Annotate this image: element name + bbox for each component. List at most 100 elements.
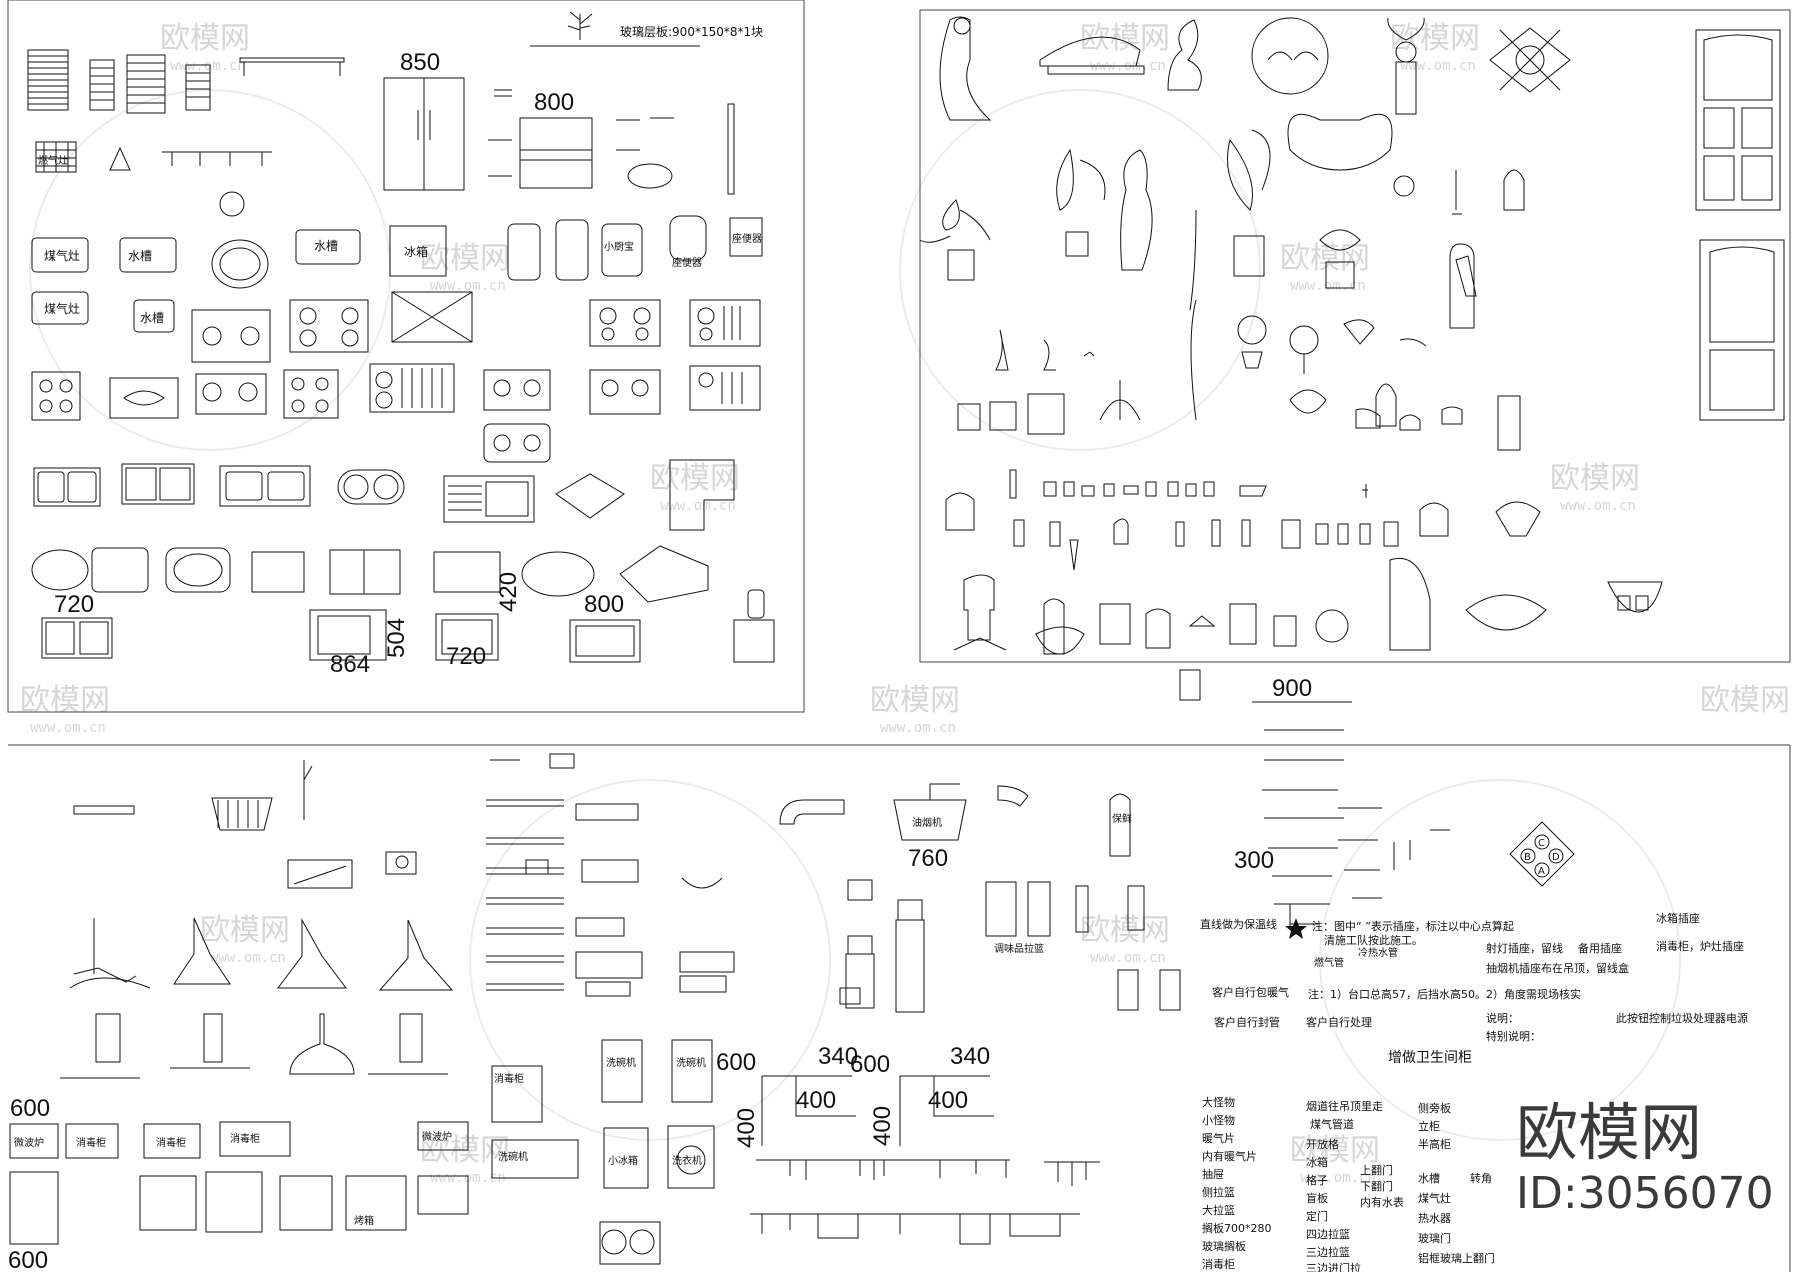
watermark: 欧模网 bbox=[200, 913, 290, 948]
dim-760: 760 bbox=[908, 845, 948, 872]
legend-item: 冰箱 bbox=[1306, 1155, 1328, 1169]
watermark-url: www.om.cn bbox=[1290, 278, 1366, 294]
hanging-rail-icons bbox=[750, 1159, 1100, 1245]
dim-800-bottom: 800 bbox=[584, 591, 624, 618]
watermark-url: www.om.cn bbox=[1090, 950, 1166, 966]
note-backup: 备用插座 bbox=[1578, 941, 1622, 955]
legend-item: 搁板700*280 bbox=[1202, 1221, 1272, 1235]
legend-item: 煤气管道 bbox=[1310, 1117, 1354, 1131]
watermark: 欧模网 bbox=[20, 683, 110, 718]
label-gas-stove-2: 煤气灶 bbox=[44, 301, 80, 316]
range-hood-icons bbox=[60, 760, 454, 1079]
legend-item: 四边拉篮 bbox=[1306, 1227, 1350, 1241]
watermark: 欧模网 bbox=[870, 683, 960, 718]
dishwasher-icon bbox=[519, 117, 593, 189]
dim-720-mid: 720 bbox=[446, 643, 486, 670]
note-line1: 注：图中“ ”表示插座，标注以中心点算起 bbox=[1312, 919, 1514, 933]
dishwasher-row: 消毒柜 洗碗机 洗碗机 小冰箱 洗衣机 洗碗机 bbox=[491, 1039, 715, 1265]
appliance-panel: 600 微波炉 消毒柜 消毒柜 消毒柜 微波炉 烤箱 600 bbox=[8, 675, 1774, 1272]
watermark: 欧模网 bbox=[1290, 1133, 1380, 1168]
note-cabinet: 增做卫生间柜 bbox=[1388, 1050, 1472, 1066]
legend-item: 小怪物 bbox=[1202, 1113, 1235, 1127]
label-microwave-2: 微波炉 bbox=[422, 1130, 452, 1143]
dim-600-left: 600 bbox=[10, 1095, 50, 1122]
legend-item: 转角 bbox=[1470, 1171, 1492, 1185]
legend-item: 立柜 bbox=[1418, 1119, 1440, 1133]
note-explain: 说明： bbox=[1486, 1011, 1519, 1025]
watermark-url: www.om.cn bbox=[1400, 58, 1476, 74]
dim-420: 420 bbox=[495, 572, 522, 612]
sink-icons: 720 864 504 720 420 800 bbox=[31, 459, 775, 678]
compass-b: B bbox=[1524, 852, 1531, 863]
legend-item: 下翻门 bbox=[1360, 1179, 1393, 1193]
note-keep-warm: 直线做为保温线 bbox=[1200, 917, 1277, 931]
globe-elephant-icon bbox=[1251, 17, 1329, 95]
label-dishwasher-1: 洗碗机 bbox=[606, 1056, 636, 1069]
legend-item: 煤气灶 bbox=[1418, 1191, 1451, 1205]
legend-item: 开放格 bbox=[1306, 1137, 1339, 1151]
dim-400-3: 400 bbox=[733, 1108, 760, 1148]
antler-vase-icon bbox=[1387, 17, 1425, 115]
legend-item: 烟道往吊顶里走 bbox=[1306, 1099, 1383, 1113]
legend-item: 内有暖气片 bbox=[1202, 1149, 1257, 1163]
label-water-heater: 小厨宝 bbox=[604, 240, 634, 253]
label-washer: 洗衣机 bbox=[672, 1154, 702, 1167]
watermark-url: www.om.cn bbox=[170, 58, 246, 74]
door-icon-2 bbox=[1699, 239, 1785, 421]
brand-id: ID:3056070 bbox=[1516, 1168, 1774, 1219]
label-sink-3: 水槽 bbox=[140, 311, 164, 325]
watermark: 欧模网 bbox=[650, 461, 740, 496]
note-hood-socket: 抽烟机插座布在吊顶，留线盒 bbox=[1486, 961, 1629, 975]
watermark-url: www.om.cn bbox=[30, 720, 106, 736]
note-special: 特别说明： bbox=[1486, 1029, 1541, 1043]
legend-item: 大怪物 bbox=[1202, 1095, 1235, 1109]
dim-720-left: 720 bbox=[54, 591, 94, 618]
watermark-url: www.om.cn bbox=[660, 498, 736, 514]
legend-item: 三边拉篮 bbox=[1306, 1245, 1350, 1259]
fridge-icon bbox=[383, 77, 465, 191]
seasoning-rack-icon: 调味品拉篮 bbox=[985, 881, 1089, 955]
label-dishwasher-2: 洗碗机 bbox=[676, 1056, 706, 1069]
watermark: 欧模网 bbox=[1080, 913, 1170, 948]
note-client2: 客户自行封管 bbox=[1214, 1015, 1280, 1029]
legend-item: 三边进门拉 bbox=[1306, 1261, 1361, 1272]
label-sterilizer-1: 消毒柜 bbox=[76, 1136, 106, 1149]
legend-item: 暖气片 bbox=[1202, 1131, 1235, 1145]
decor-panel bbox=[919, 16, 1785, 701]
watermark: 欧模网 bbox=[420, 241, 510, 276]
note-fridge-socket: 冰箱插座 bbox=[1656, 911, 1700, 925]
dim-600-corner-1: 600 bbox=[716, 1049, 756, 1076]
legend-item: 大拉篮 bbox=[1202, 1203, 1235, 1217]
shelf-title: 玻璃层板:900*150*8*1块 bbox=[620, 25, 763, 39]
compass-icon: C B D A bbox=[1509, 821, 1575, 887]
dim-300: 300 bbox=[1234, 847, 1274, 874]
bottom-decor-row bbox=[953, 539, 1663, 701]
legend-col-1: 大怪物 小怪物 暖气片 内有暖气片 抽屉 侧拉篮 大拉篮 搁板700*280 玻… bbox=[1202, 1095, 1272, 1271]
watermark-url: www.om.cn bbox=[1560, 498, 1636, 514]
figurine-icon bbox=[1167, 19, 1202, 91]
dim-600-bottom: 600 bbox=[8, 1247, 48, 1272]
compass-d: D bbox=[1552, 852, 1560, 863]
legend-item: 格子 bbox=[1306, 1173, 1328, 1187]
note-disposer: 此按钮控制垃圾处理器电源 bbox=[1616, 1011, 1748, 1025]
ornament-icon bbox=[1489, 27, 1571, 93]
legend-item: 抽屉 bbox=[1202, 1167, 1224, 1181]
kitchen-panel: 玻璃层板:900*150*8*1块 850 bbox=[27, 11, 775, 678]
label-mini-fridge: 小冰箱 bbox=[608, 1154, 638, 1167]
label-dishwasher-3: 洗碗机 bbox=[498, 1150, 528, 1163]
dim-504: 504 bbox=[383, 618, 410, 658]
kitchen-panel-frame bbox=[7, 0, 805, 713]
legend-item: 玻璃搁板 bbox=[1202, 1239, 1246, 1253]
label-sink-2: 水槽 bbox=[314, 239, 338, 253]
hood-plan-icon: 油烟机 bbox=[893, 783, 967, 841]
note-client3: 客户自行处理 bbox=[1306, 1015, 1372, 1029]
shutter-icons bbox=[27, 49, 211, 114]
small-decor-row bbox=[957, 209, 1521, 451]
legend-item: 水槽 bbox=[1418, 1172, 1440, 1185]
dim-800-top: 800 bbox=[534, 89, 574, 116]
rail-icon bbox=[239, 57, 345, 76]
note-sterilizer-socket: 消毒柜，炉灶插座 bbox=[1656, 939, 1744, 953]
note-gas: 燃气管 bbox=[1314, 956, 1344, 969]
star-icon bbox=[1285, 918, 1307, 939]
label-oven: 烤箱 bbox=[354, 1214, 374, 1227]
